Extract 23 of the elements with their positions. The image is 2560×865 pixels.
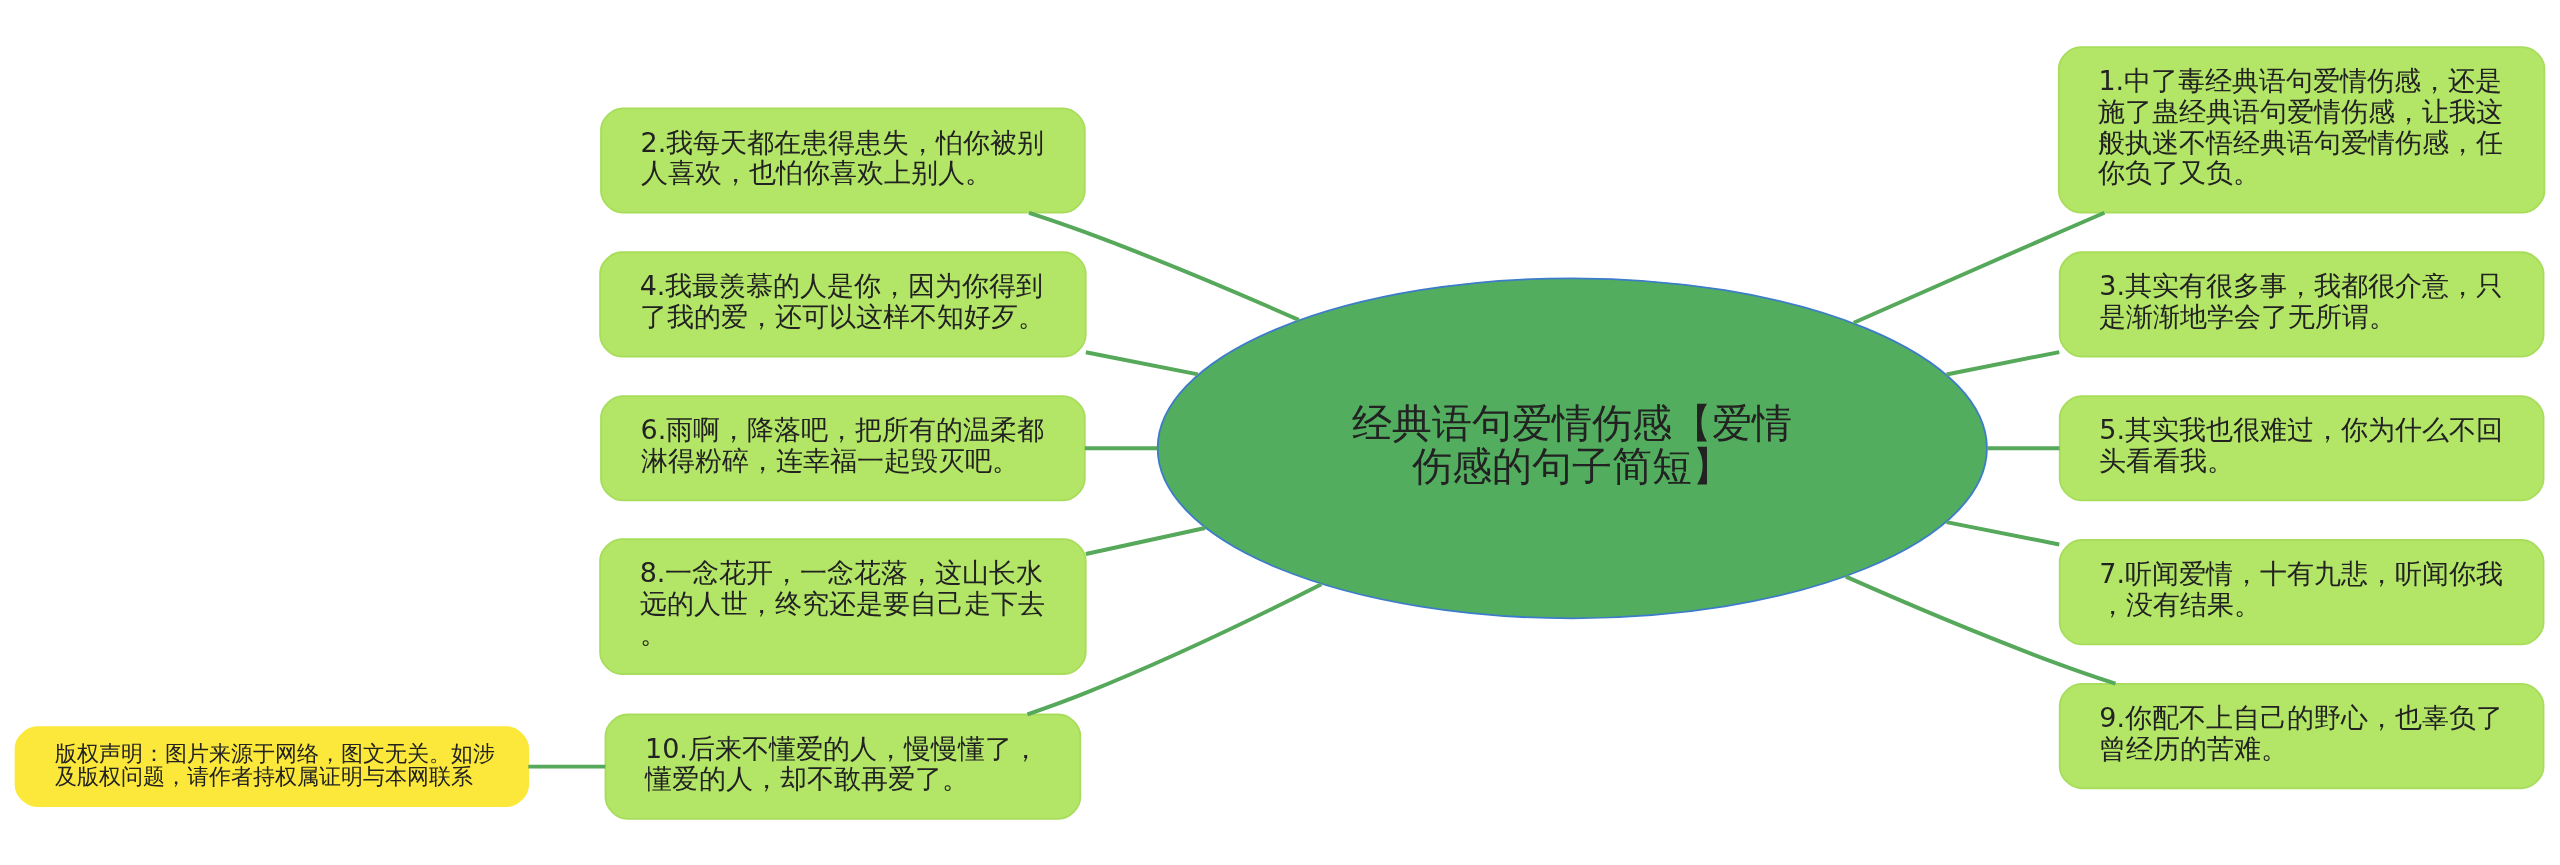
node-box: 10.后来不懂爱的人，慢慢懂了，懂爱的人，却不敢再爱了。: [604, 713, 1082, 820]
connector: [1946, 349, 2060, 376]
connector: [1852, 210, 2106, 325]
connector: [1946, 519, 2060, 546]
connector: [528, 764, 606, 769]
connector: [1084, 445, 1158, 450]
node-box: 5.其实我也很难过，你为什么不回头看看我。: [2058, 394, 2545, 501]
connector: [1845, 574, 2117, 686]
node-box: 2.我每天都在患得患失，怕你被别人喜欢，也怕你喜欢上别人。: [600, 106, 1086, 214]
connector: [1028, 210, 1300, 322]
connector: [1026, 581, 1323, 716]
node-box: 3.其实有很多事，我都很介意，只是渐渐地学会了无所谓。: [2058, 250, 2545, 357]
node-box: 1.中了毒经典语句爱情伤感，还是施了蛊经典语句爱情伤感，让我这般执迷不悟经典语句爱情伤感，任你负了又负。: [2057, 45, 2546, 214]
node-box: 7.听闻爱情，十有九悲，听闻你我，没有结果。: [2058, 538, 2545, 645]
connector: [1085, 349, 1199, 376]
connector: [1085, 525, 1206, 556]
node-box: 8.一念花开，一念花落，这山长水远的人世，终究还是要自己走下去。: [599, 537, 1087, 675]
connector: [1987, 445, 2060, 450]
node-box: 4.我最羡慕的人是你，因为你得到了我的爱，还可以这样不知好歹。: [599, 250, 1087, 357]
node-box: 6.雨啊，降落吧，把所有的温柔都淋得粉碎，连幸福一起毁灭吧。: [600, 394, 1086, 501]
node-box: 版权声明：图片来源于网络，图文无关。如涉及版权问题，请作者持权属证明与本网联系: [14, 725, 530, 807]
node-box: 9.你配不上自己的野心，也辜负了曾经历的苦难。: [2058, 682, 2545, 789]
node-ellipse: 经典语句爱情伤感【爱情伤感的句子简短】: [1156, 276, 1988, 619]
